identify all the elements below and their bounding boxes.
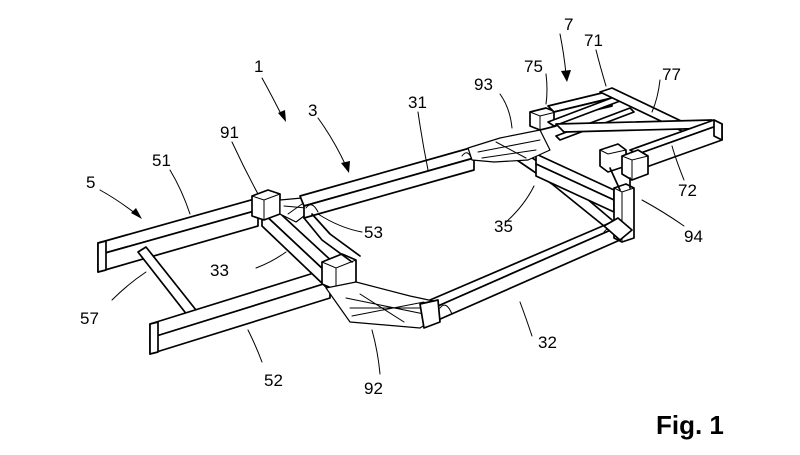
label-92: 92 <box>364 379 383 398</box>
label-94: 94 <box>684 227 703 246</box>
rear-beam-72 <box>555 119 723 171</box>
label-91: 91 <box>220 123 239 142</box>
node-92 <box>325 281 441 329</box>
label-32: 32 <box>538 333 557 352</box>
rear-links <box>609 167 631 191</box>
label-71: 71 <box>584 31 603 50</box>
label-5: 5 <box>86 173 95 192</box>
label-35: 35 <box>494 217 513 236</box>
arrow-1 <box>278 110 286 122</box>
center-rail-31 <box>299 147 475 219</box>
leader-lines <box>99 33 685 375</box>
center-rail-32 <box>429 221 621 321</box>
node-93 <box>467 107 557 163</box>
label-75: 75 <box>524 57 543 76</box>
figure-caption: Fig. 1 <box>656 410 724 440</box>
reference-numerals: 1 3 5 7 31 32 33 35 51 52 53 57 71 72 75… <box>80 15 703 398</box>
rear-node-right <box>621 149 649 181</box>
label-52: 52 <box>264 371 283 390</box>
label-1: 1 <box>254 57 263 76</box>
label-53: 53 <box>364 223 383 242</box>
arrow-7 <box>561 70 571 82</box>
label-7: 7 <box>564 15 573 34</box>
label-51: 51 <box>152 151 171 170</box>
label-72: 72 <box>678 181 697 200</box>
arrow-3 <box>341 161 350 173</box>
front-beam-52 <box>149 267 331 355</box>
label-3: 3 <box>308 101 317 120</box>
label-33: 33 <box>210 261 229 280</box>
label-77: 77 <box>662 65 681 84</box>
arrow-5 <box>131 208 142 219</box>
label-57: 57 <box>80 309 99 328</box>
label-31: 31 <box>408 93 427 112</box>
label-93: 93 <box>474 75 493 94</box>
center-rail-left <box>303 213 361 263</box>
node-94 <box>603 183 635 243</box>
front-beam-51 <box>97 197 259 273</box>
